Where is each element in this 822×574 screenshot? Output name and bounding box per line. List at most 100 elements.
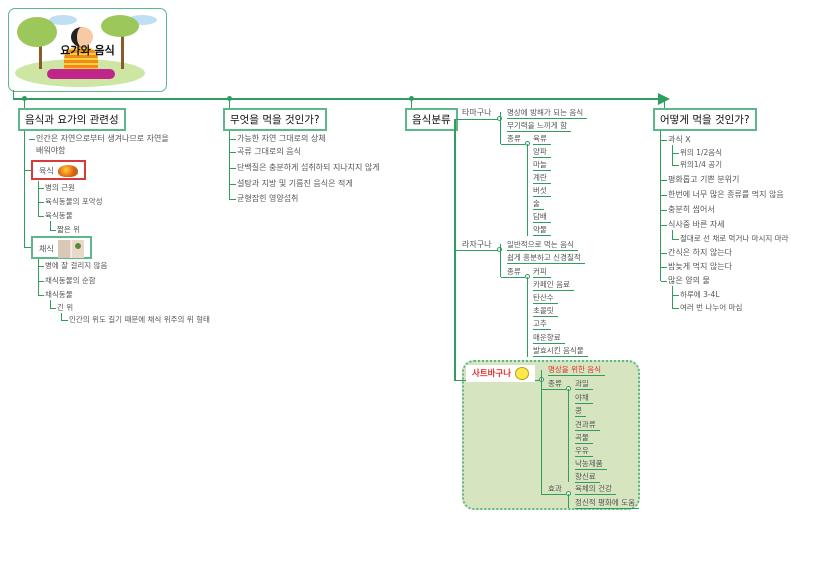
list-item[interactable]: 계란 xyxy=(533,173,551,184)
list-item[interactable]: 병에 잘 걸리지 않음 xyxy=(37,261,108,270)
list-item[interactable]: 향신료 xyxy=(575,472,600,483)
list-item[interactable]: 단백질은 충분하게 섭취하되 지나치지 않게 xyxy=(230,163,380,172)
list-item[interactable]: 곡물 xyxy=(575,433,593,444)
list-item[interactable]: 위의 1/2음식 xyxy=(672,148,723,157)
list-item[interactable]: 설탕과 지방 및 기름진 음식은 적게 xyxy=(230,179,353,188)
list-item[interactable]: 양파 xyxy=(533,147,551,158)
list-item[interactable]: 카페인 음료 xyxy=(533,280,574,291)
list-item[interactable]: 탄산수 xyxy=(533,293,558,304)
node-tamas[interactable]: 타마구나 xyxy=(462,108,492,117)
list-item[interactable]: 채식동물의 순함 xyxy=(38,276,96,285)
list-item[interactable]: 명상을 위한 음식 xyxy=(548,365,606,376)
list-item[interactable]: 무기력을 느끼게 함 xyxy=(507,121,571,132)
topic-how-to-eat[interactable]: 어떻게 먹을 것인가? xyxy=(653,108,757,131)
list-item[interactable]: 명상에 방해가 되는 음식 xyxy=(507,108,588,119)
topic-what-to-eat[interactable]: 무엇을 먹을 것인가? xyxy=(223,108,327,131)
list-item[interactable]: 하루에 3-4L xyxy=(673,290,720,299)
kind-label[interactable]: 종류 xyxy=(501,267,525,278)
connector-dot xyxy=(227,96,232,101)
list-item[interactable]: 육식동물 xyxy=(38,211,73,220)
list-item[interactable]: 곡류 그대로의 음식 xyxy=(230,147,301,156)
list-item[interactable]: 야채 xyxy=(575,393,593,404)
list-item[interactable]: 육식동물의 포악성 xyxy=(38,197,103,206)
list-item[interactable]: 식사중 바른 자세 xyxy=(661,220,725,229)
list-item[interactable]: 커피 xyxy=(533,267,551,278)
list-item[interactable]: 약물 xyxy=(533,225,551,236)
list-item[interactable]: 매운향료 xyxy=(533,333,565,344)
central-topic[interactable]: 요가와 음식 xyxy=(8,8,167,92)
person-body xyxy=(64,47,98,73)
list-item[interactable]: 과일 xyxy=(575,379,593,390)
connector xyxy=(24,247,31,248)
node-vegetarian[interactable]: 채식 xyxy=(31,236,92,259)
node-meat[interactable]: 육식 xyxy=(31,160,86,180)
list-item[interactable]: 우유 xyxy=(575,446,593,457)
connector xyxy=(672,145,673,166)
list-item[interactable]: 견과류 xyxy=(575,420,600,431)
meat-food-icon xyxy=(57,165,78,177)
list-item[interactable]: 인간의 위도 길기 때문에 채식 위주의 위 형태 xyxy=(62,315,210,324)
list-item[interactable]: 일반적으로 먹는 음식 xyxy=(507,240,578,251)
list-item[interactable]: 술 xyxy=(533,199,544,210)
list-item[interactable]: 낙농제품 xyxy=(575,459,607,470)
node-label: 채식 xyxy=(39,244,54,254)
list-item[interactable]: 육체의 건강 xyxy=(575,484,616,495)
list-item[interactable]: 위의1/4 공기 xyxy=(672,160,723,169)
tree-leaves xyxy=(101,15,139,37)
smiley-icon xyxy=(515,367,530,380)
connector xyxy=(527,277,528,357)
list-item[interactable]: 고추 xyxy=(533,319,551,330)
connector xyxy=(660,131,661,281)
list-item[interactable]: 한번에 너무 많은 종류를 먹지 않음 xyxy=(661,190,784,199)
list-item[interactable]: 콩 xyxy=(575,406,586,417)
kind-label[interactable]: 종류 xyxy=(542,379,566,390)
list-item[interactable]: 과식 X xyxy=(661,135,691,144)
connector xyxy=(411,99,412,108)
list-item[interactable]: 병의 근원 xyxy=(38,183,75,192)
sattva-boundary xyxy=(462,360,640,510)
list-item[interactable]: 많은 양의 물 xyxy=(661,276,710,285)
list-item[interactable]: 배워야함 xyxy=(36,146,66,155)
tree-leaves xyxy=(17,17,57,47)
connector xyxy=(500,120,501,144)
list-item[interactable]: 평화롭고 기쁜 분위기 xyxy=(660,175,740,184)
kind-label[interactable]: 종류 xyxy=(501,134,525,145)
cloud-icon xyxy=(49,15,77,25)
list-item[interactable]: 가능한 자연 그대로의 상체 xyxy=(230,134,326,143)
list-item[interactable]: 밤늦게 먹지 않는다 xyxy=(661,262,732,271)
list-item[interactable]: 채식동물 xyxy=(38,290,73,299)
vegetable-icon xyxy=(57,240,84,258)
list-item[interactable]: 충분히 씹어서 xyxy=(661,205,715,214)
list-item[interactable]: 인간은 자연으로부터 생겨나므로 자연을 xyxy=(29,134,169,143)
topic-food-classification[interactable]: 음식분류 xyxy=(405,108,458,131)
list-item[interactable]: 육류 xyxy=(533,134,551,145)
connector xyxy=(664,99,665,108)
connector-dot xyxy=(409,96,414,101)
list-item[interactable]: 담배 xyxy=(533,212,551,223)
list-item[interactable]: 긴 위 xyxy=(49,303,74,312)
connector xyxy=(61,313,62,321)
connector xyxy=(229,131,230,200)
list-item[interactable]: 초콜릿 xyxy=(533,306,558,317)
connector xyxy=(38,181,39,217)
list-item[interactable]: 쉽게 흥분하고 신경질적 xyxy=(507,253,585,264)
connector xyxy=(24,99,25,108)
list-item[interactable]: 여러 번 나누어 마심 xyxy=(672,303,743,312)
connector xyxy=(672,230,673,240)
list-item[interactable]: 균형잡힌 영양섭취 xyxy=(229,194,299,203)
list-item[interactable]: 정신적 평화에 도움 xyxy=(575,498,639,509)
topic-yoga-food-relation[interactable]: 음식과 요가의 관련성 xyxy=(18,108,126,131)
node-rajas[interactable]: 라자구나 xyxy=(462,240,492,249)
connector xyxy=(50,300,51,309)
effect-label[interactable]: 효과 xyxy=(542,484,566,495)
list-item[interactable]: 마늘 xyxy=(533,160,551,171)
node-sattva[interactable]: 사트바구나 xyxy=(466,365,536,382)
node-label: 육식 xyxy=(39,166,54,176)
connector xyxy=(568,389,569,482)
list-item[interactable]: 버섯 xyxy=(533,186,551,197)
list-item[interactable]: 절대로 선 채로 먹거나 마시지 마라 xyxy=(673,234,789,243)
tree-icon xyxy=(121,27,124,69)
list-item[interactable]: 간식은 하지 않는다 xyxy=(661,248,732,257)
list-item[interactable]: 짧은 위 xyxy=(49,225,81,234)
list-item[interactable]: 발효시킨 음식물 xyxy=(533,346,588,357)
